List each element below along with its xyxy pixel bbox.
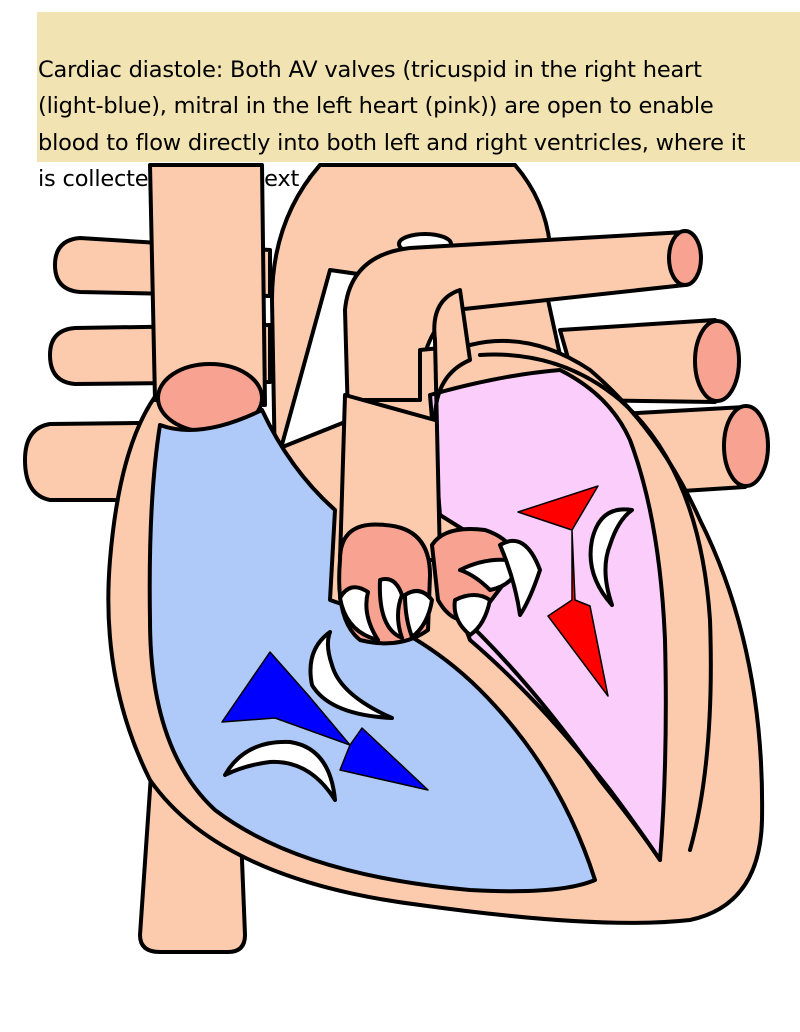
right-pulmonary-vein-bottom-opening <box>722 404 770 488</box>
superior-vena-cava <box>148 163 267 407</box>
left-flow-arrow <box>517 485 609 697</box>
right-ventricle-leaflet-lower <box>223 739 337 802</box>
right-heart-chamber <box>147 408 597 894</box>
aortic-root <box>338 288 472 562</box>
right-pulmonary-vein-top-opening <box>693 319 741 403</box>
mitral-leaflet-top <box>458 557 522 592</box>
left-ventricle-leaflet <box>588 507 634 607</box>
left-ventricle-wall <box>478 352 713 852</box>
pulmonary-artery-opening <box>667 229 703 287</box>
mitral-leaflet-side <box>498 538 542 617</box>
caption-box: Cardiac diastole: Both AV valves (tricus… <box>37 12 800 192</box>
tricuspid-leaflet-left <box>338 585 380 642</box>
tricuspid-leaflet-middle <box>377 577 404 640</box>
septum-outline <box>453 608 662 862</box>
right-flow-arrow <box>221 651 429 791</box>
mitral-leaflet-bottom <box>452 593 492 637</box>
right-ventricle-leaflet-upper <box>308 630 394 720</box>
tricuspid-leaflet-right <box>403 589 434 639</box>
